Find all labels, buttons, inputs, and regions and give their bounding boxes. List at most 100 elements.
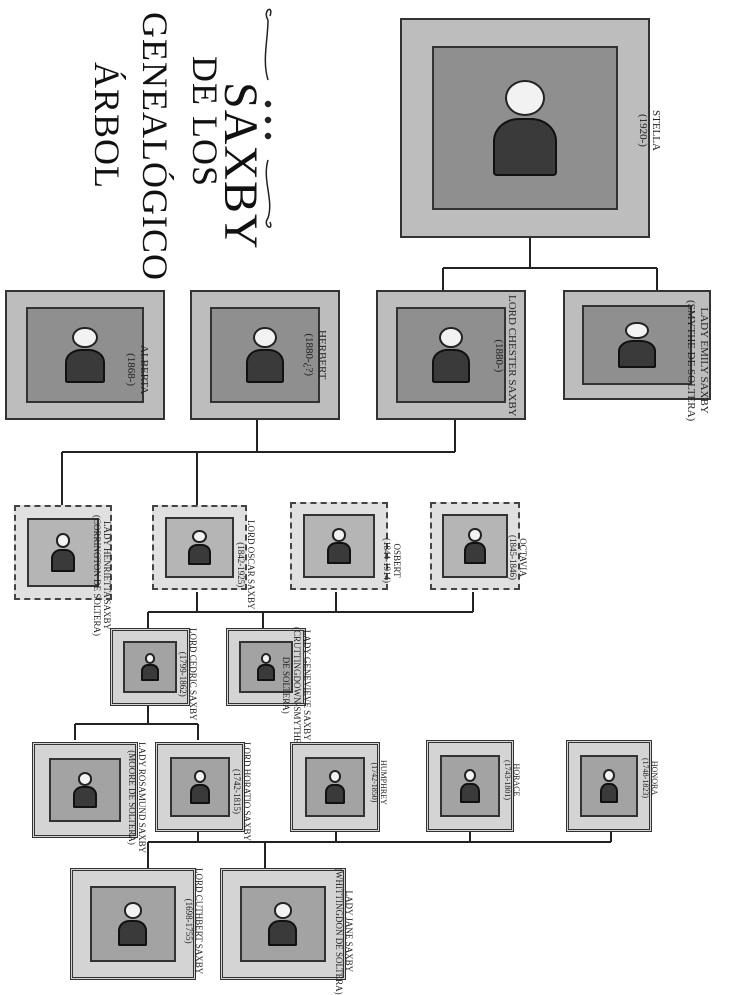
person-dates-horace: (1743-1801) [502, 760, 512, 800]
portrait-body-horatio [190, 783, 210, 804]
person-label-jane: LADY JANE SAXBY(WHITTINGDON DE SOLTERA) [333, 868, 354, 995]
portrait-frame-horace [426, 740, 514, 832]
portrait-body-herbert [246, 349, 284, 383]
portrait-figure-alberta [60, 327, 110, 383]
portrait-image-octavia [442, 514, 508, 578]
portrait-head-honora [603, 768, 615, 782]
portrait-head-stella [504, 79, 546, 117]
person-dates-stella: (1920-) [637, 113, 650, 147]
portrait-head-oscar [192, 530, 207, 544]
person-label-rosamund: LADY ROSAMUND SAXBY(MOORE DE SOLTERA) [126, 742, 147, 853]
portrait-frame-humphrey [290, 742, 380, 832]
portrait-head-octavia [468, 528, 482, 542]
portrait-head-rosamund [77, 771, 93, 786]
portrait-body-alberta [64, 349, 106, 383]
portrait-head-genevieve [260, 652, 272, 664]
portrait-figure-cuthbert [115, 902, 151, 946]
person-dates-humphrey: (1742-1850) [369, 762, 379, 803]
person-label-emily: LADY EMILY SAXBY(SMYTHE DE SOLTERA) [685, 300, 710, 421]
portrait-image-osbert [303, 514, 375, 578]
person-name-alberta: ALBERTA [138, 345, 150, 395]
flourish-dot-3 [264, 132, 272, 140]
portrait-body-cuthbert [118, 919, 148, 946]
portrait-image-horatio [169, 756, 231, 818]
person-name-henrietta: LADY HENRIETTA SAXBY [102, 521, 112, 630]
person-extra-genevieve: DE SOLTERA) [281, 656, 292, 714]
portrait-image-cedric [123, 641, 177, 693]
person-name-herbert: HERBERT [316, 330, 328, 380]
portrait-figure-horace [458, 768, 482, 804]
person-dates-alberta: (1868-) [125, 353, 138, 387]
person-name-horatio: LORD HORATIO SAXBY [242, 742, 252, 842]
portrait-frame-cuthbert [70, 868, 196, 980]
flourish-dot-2 [264, 116, 272, 124]
person-name-oscar: LORD OSCAR SAXBY [246, 520, 256, 610]
portrait-body-humphrey [325, 783, 345, 804]
person-label-alberta: ALBERTA(1868-) [125, 345, 150, 394]
person-label-horace: HORACE(1743-1801) [503, 760, 521, 800]
person-dates-horatio: (1742-1815) [231, 769, 242, 814]
portrait-body-osbert [327, 542, 351, 564]
portrait-body-octavia [464, 542, 486, 564]
portrait-head-horace [463, 768, 477, 782]
person-dates-henrietta: (CORRINGTON DE SOLTERA) [91, 515, 102, 637]
portrait-image-rosamund [49, 757, 121, 823]
person-label-osbert: OSBERT(1844-1914) [381, 538, 402, 583]
portrait-frame-octavia [430, 502, 520, 590]
portrait-figure-herbert [241, 327, 288, 383]
portrait-figure-henrietta [48, 532, 78, 573]
portrait-image-chester [395, 307, 507, 403]
title-flourish [264, 8, 272, 228]
person-name-cedric: LORD CEDRIC SAXBY [188, 628, 198, 721]
portrait-figure-honora [597, 768, 621, 804]
portrait-head-emily [625, 322, 649, 340]
portrait-frame-osbert [290, 502, 388, 590]
person-dates-chester: (1880-) [493, 339, 506, 373]
person-dates-rosamund: (MOORE DE SOLTERA) [126, 750, 137, 845]
portrait-image-stella [431, 45, 619, 211]
portrait-frame-honora [566, 740, 652, 832]
portrait-figure-genevieve [255, 652, 277, 682]
person-dates-osbert: (1844-1914) [381, 538, 392, 583]
person-label-herbert: HERBERT(1880-¿?) [303, 330, 328, 379]
portrait-body-cedric [141, 664, 159, 682]
portrait-figure-humphrey [323, 770, 348, 804]
portrait-image-herbert [209, 307, 321, 403]
person-label-honora: HONORA(1748-1823) [641, 758, 659, 798]
person-label-chester: LORD CHESTER SAXBY(1880-) [493, 295, 518, 417]
person-label-humphrey: HUMPHREY(1742-1850) [370, 760, 388, 805]
person-name-humphrey: HUMPHREY [379, 760, 388, 805]
person-label-oscar: LORD OSCAR SAXBY(1842-1925) [235, 520, 256, 610]
portrait-image-horace [440, 755, 500, 817]
portrait-image-henrietta [27, 517, 99, 588]
portrait-body-stella [492, 118, 558, 177]
portrait-figure-jane [265, 902, 301, 946]
portrait-body-jane [268, 919, 298, 946]
portrait-head-jane [273, 902, 293, 919]
person-label-cuthbert: LORD CUTHBERT SAXBY(1698-1755) [183, 868, 204, 974]
portrait-body-genevieve [257, 664, 275, 682]
portrait-image-humphrey [304, 756, 366, 818]
person-name-chester: LORD CHESTER SAXBY [506, 295, 518, 417]
portrait-frame-henrietta [14, 505, 112, 600]
person-dates-oscar: (1842-1925) [235, 542, 246, 588]
portrait-figure-osbert [324, 528, 354, 564]
person-name-emily: LADY EMILY SAXBY [698, 307, 710, 414]
person-name-cuthbert: LORD CUTHBERT SAXBY [194, 868, 204, 975]
portrait-body-rosamund [73, 786, 97, 809]
portrait-image-jane [239, 885, 327, 963]
portrait-frame-stella [400, 18, 650, 238]
portrait-image-emily [582, 304, 692, 386]
person-dates-octavia: (1845-1846) [507, 535, 518, 580]
person-dates-genevieve: (CRUTTINGDOWN-SMYTHE [291, 627, 302, 744]
person-dates-cedric: (1799-1862) [177, 651, 188, 697]
flourish-dot-1 [264, 100, 272, 108]
portrait-body-emily [618, 340, 656, 368]
portrait-head-horatio [193, 770, 207, 783]
person-dates-cuthbert: (1698-1755) [183, 898, 194, 944]
person-name-genevieve: LADY GENEVIEVE SAXBY [302, 629, 312, 741]
portrait-body-horace [460, 782, 480, 804]
portrait-body-oscar [188, 544, 211, 565]
